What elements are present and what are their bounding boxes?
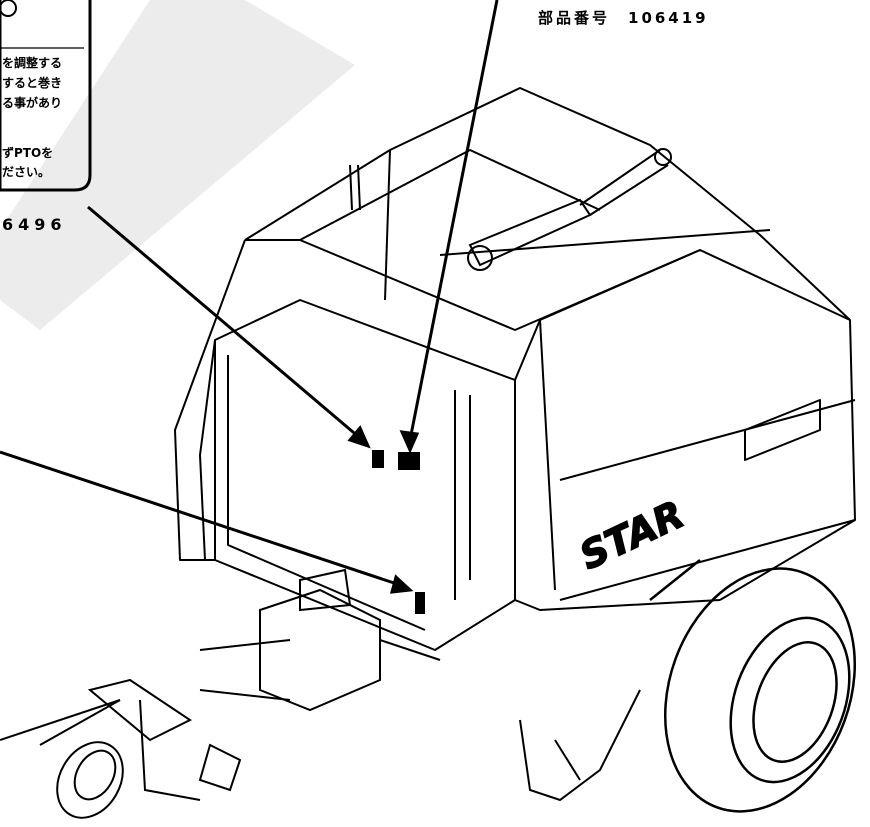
arrow-lower-left	[0, 450, 401, 587]
leader-arrows	[0, 0, 499, 594]
arrow-upper-left	[87, 205, 361, 440]
decal-marker-left	[372, 450, 384, 468]
left-decal-part-number: 6496	[2, 215, 67, 234]
left-decal-line-1: を調整する	[2, 55, 62, 70]
watermark-band	[0, 0, 355, 330]
left-decal-line-4: ずPTOを	[2, 145, 53, 160]
wheel	[649, 559, 857, 813]
support-stand	[519, 689, 641, 802]
baler-body	[174, 87, 856, 651]
left-decal-line-2: すると巻き	[2, 75, 62, 90]
part-number-label: 部品番号 106419	[538, 9, 709, 27]
decal-marker-lower	[415, 592, 425, 614]
hydraulic-cylinder	[349, 148, 672, 271]
left-decal-line-5: ださい。	[2, 165, 50, 179]
arrow-top	[408, 0, 499, 441]
left-decal-panel: を調整する すると巻き る事があり ずPTOを ださい。 6496	[0, 0, 92, 234]
drawbar-pto	[0, 568, 441, 819]
left-decal-line-3: る事があり	[2, 95, 62, 110]
warning-sun-icon	[0, 0, 17, 17]
brand-logo: STAR	[573, 492, 690, 578]
decal-marker-right	[398, 452, 420, 470]
decal-markers	[372, 450, 425, 614]
